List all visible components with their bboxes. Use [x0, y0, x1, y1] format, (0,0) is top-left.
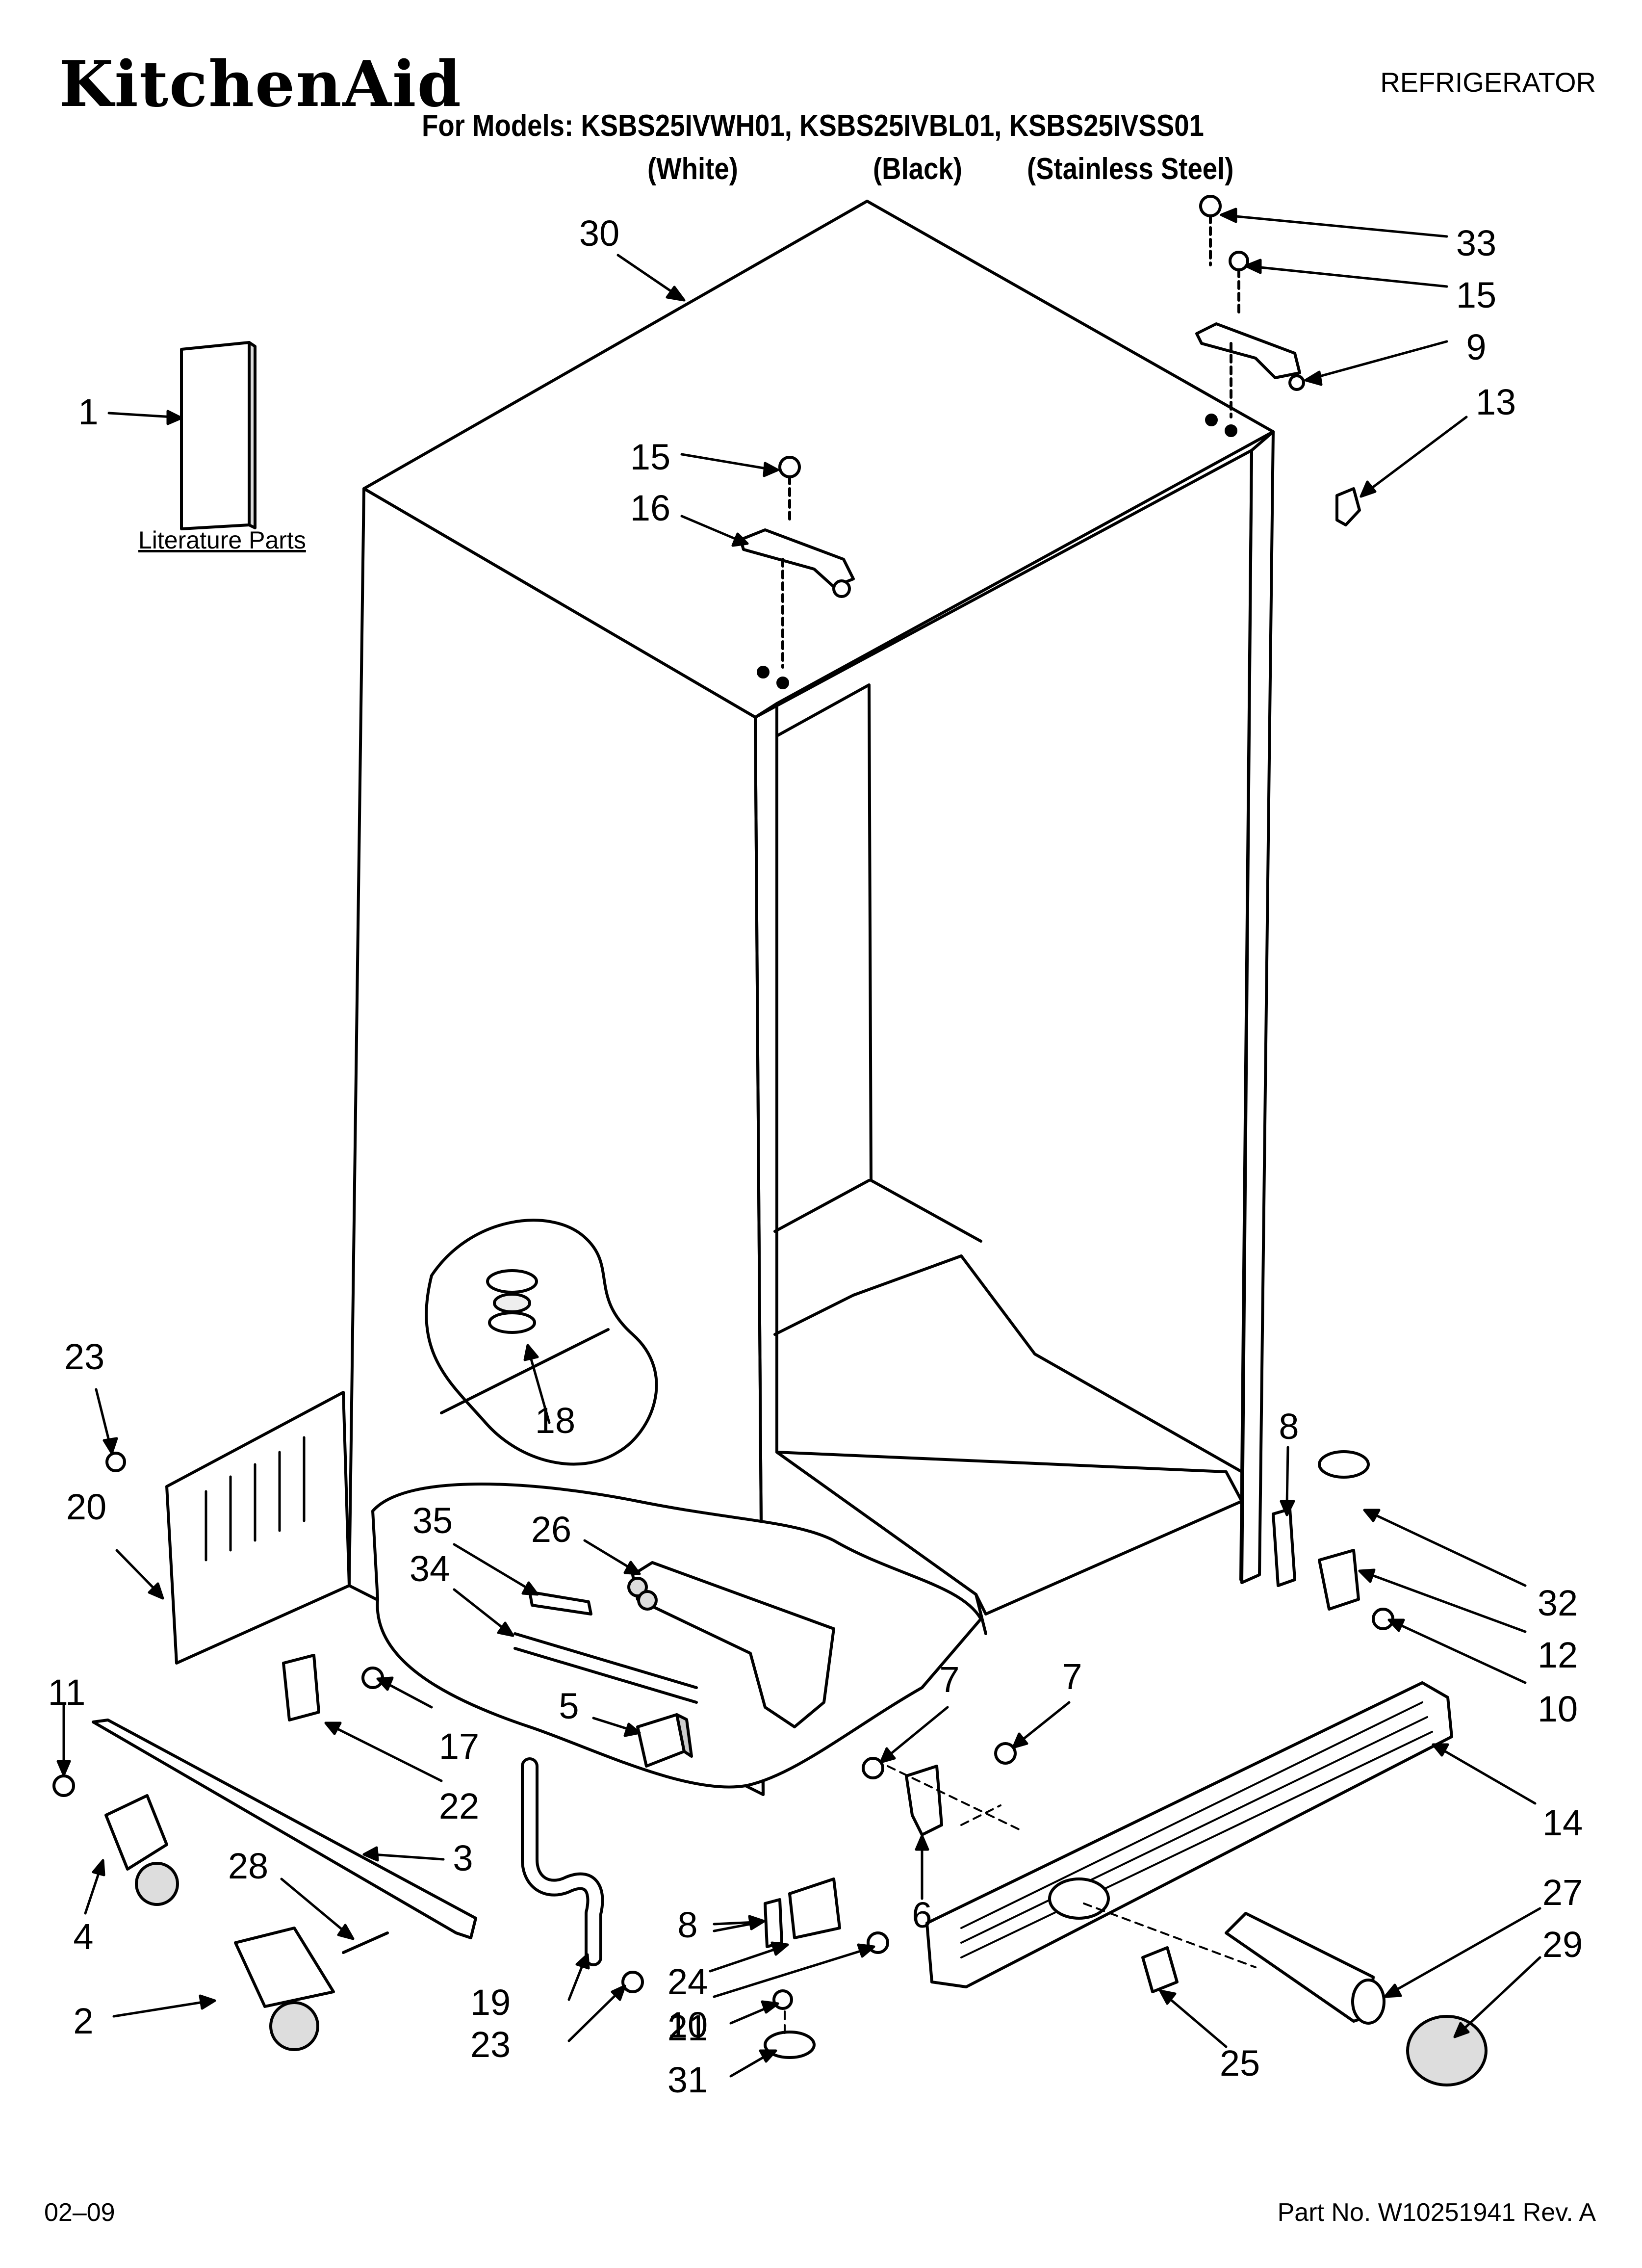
callout-label: 13 [1475, 382, 1516, 422]
callout-label: 22 [438, 1786, 480, 1826]
callout-label: 18 [535, 1400, 576, 1441]
brand-logo: KitchenAid [59, 48, 462, 121]
callout-label: 1 [78, 391, 99, 432]
literature-parts-label: Literature Parts [138, 526, 306, 554]
product-type-label: REFRIGERATOR [1380, 67, 1596, 98]
callout-label: 29 [1542, 1924, 1583, 1965]
callout-label: 2 [73, 2001, 94, 2041]
callout-label: 19 [470, 1982, 511, 2023]
callout-label: 24 [667, 1961, 708, 2002]
callout-label: 8 [1279, 1406, 1299, 1447]
literature-booklet-drawing [180, 341, 257, 530]
lower-right-hardware-drawing [1272, 1450, 1394, 1630]
callout-label: 17 [438, 1726, 480, 1767]
callout-label: 25 [1219, 2043, 1260, 2084]
callout-label: 10 [667, 2005, 708, 2045]
center-lower-hardware-drawing [764, 1742, 1017, 2059]
variant-label-black: (Black) [873, 152, 962, 186]
lower-left-hardware-drawing [52, 1654, 644, 2051]
callout-label: 3 [453, 1838, 473, 1878]
callout-label: 31 [667, 2059, 708, 2100]
callout-label: 15 [1456, 275, 1497, 315]
callout-label: 14 [1542, 1802, 1583, 1843]
part-number: Part No. W10251941 Rev. A [1277, 2198, 1596, 2227]
top-hinge-left-drawing [739, 456, 855, 689]
callout-label: 11 [48, 1672, 86, 1713]
callout-label: 5 [559, 1686, 579, 1726]
callout-label: 6 [912, 1895, 932, 1935]
water-filter-drawing [1141, 1912, 1488, 2086]
models-line: For Models: KSBS25IVWH01, KSBS25IVBL01, … [422, 109, 1204, 143]
callout-label: 10 [1537, 1689, 1578, 1729]
callout-label: 26 [531, 1509, 572, 1550]
water-system-cutaway-drawing [371, 1483, 982, 1789]
callout-label: 27 [1542, 1872, 1583, 1913]
cabinet-drawing [348, 200, 1275, 1796]
callout-label: 15 [630, 437, 671, 477]
variant-label-stainless: (Stainless Steel) [1027, 152, 1234, 186]
callout-label: 34 [409, 1548, 450, 1589]
callout-label: 33 [1456, 223, 1497, 263]
callout-label: 12 [1537, 1635, 1578, 1675]
callout-label: 9 [1466, 327, 1487, 367]
callout-label: 28 [228, 1846, 269, 1886]
toe-grille-drawing [925, 1681, 1453, 1988]
date-code: 02–09 [44, 2198, 115, 2227]
callout-label: 16 [630, 488, 671, 528]
callout-label: 4 [73, 1916, 94, 1957]
rear-grille-drawing [105, 1391, 351, 1665]
callout-label: 21 [667, 2007, 708, 2048]
callout-label: 35 [412, 1500, 453, 1541]
callout-label: 20 [66, 1486, 107, 1527]
callout-label: 7 [939, 1659, 960, 1700]
callout-label: 23 [470, 2024, 511, 2065]
callout-label: 32 [1537, 1583, 1578, 1623]
callout-label: 30 [579, 213, 620, 254]
drain-cutaway-drawing [425, 1219, 658, 1466]
callout-label: 23 [64, 1336, 105, 1377]
top-hinge-right-drawing [1195, 195, 1361, 526]
callout-label: 8 [677, 1904, 698, 1945]
callout-label: 7 [1062, 1656, 1082, 1697]
leader-lines [56, 208, 1541, 2078]
variant-label-white: (White) [647, 152, 738, 186]
